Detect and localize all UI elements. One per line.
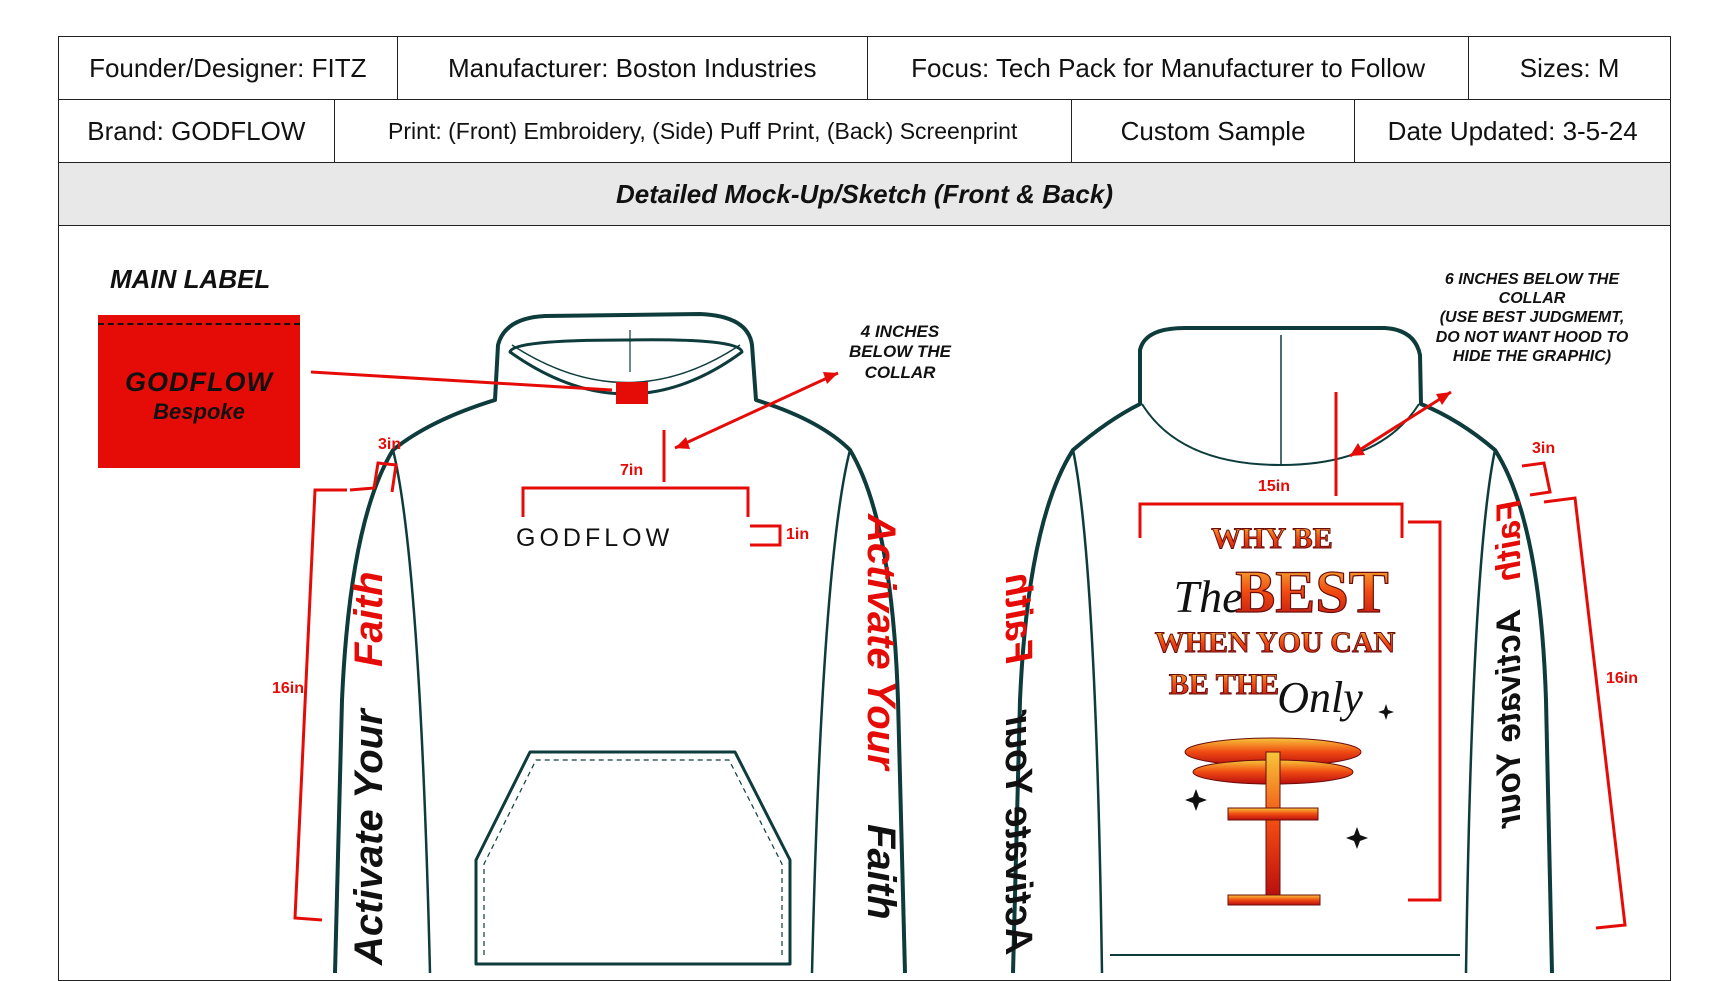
front-sleeve-width-bracket (349, 461, 398, 493)
collar-arrow-head-a (823, 372, 838, 384)
date-cell: Date Updated: 3-5-24 (1387, 115, 1638, 146)
back-collar-note: 6 INCHES BELOW THE COLLAR (USE BEST JUDG… (1416, 270, 1648, 366)
front-hood-opening (508, 338, 744, 396)
section-banner: Detailed Mock-Up/Sketch (Front & Back) (59, 163, 1670, 226)
back-collar-arrow (1349, 390, 1452, 458)
front-sleeve-length-label: 16in (272, 680, 305, 697)
back-left-sleeve-text-b: Faith (997, 573, 1039, 664)
label-pointer-line (310, 370, 613, 392)
back-note-line-5: HIDE THE GRAPHIC) (1452, 347, 1612, 365)
back-hoodie (1011, 326, 1554, 973)
cross-horizontal (1227, 807, 1319, 821)
back-graphic: WHY BE The BEST WHEN YOU CAN BE THE Only (1154, 522, 1396, 906)
front-chest-embroidery: GODFLOW (516, 524, 674, 552)
front-neck-label (616, 382, 648, 404)
back-sleeve-length-bracket (1543, 496, 1627, 930)
front-shoulder-right (810, 449, 852, 973)
main-label-heading: MAIN LABEL (110, 264, 271, 294)
cross-vertical (1265, 751, 1281, 898)
front-left-sleeve-text-b: Faith (347, 571, 391, 667)
back-left-sleeve-text-a: Activate Your (997, 709, 1039, 955)
tag-sub-text: Bespoke (153, 399, 245, 424)
collar-arrow-head-b (675, 437, 690, 449)
manufacturer-cell: Manufacturer: Boston Industries (398, 37, 868, 99)
header-row-1: Founder/Designer: FITZ Manufacturer: Bos… (59, 37, 1670, 100)
chest-height-bracket (750, 524, 782, 547)
cross-base (1227, 894, 1321, 906)
front-sleeve-width-label: 3in (378, 436, 402, 453)
back-sleeve-width-label: 3in (1532, 440, 1556, 457)
front-right-sleeve-text-a: Activate Your (859, 513, 903, 772)
back-shoulder-left (1071, 449, 1104, 973)
sparkle-1 (1185, 789, 1207, 811)
brand-cell: Brand: GODFLOW (59, 100, 335, 162)
graphic-line-4: WHEN YOU CAN (1155, 626, 1396, 659)
graphic-line-2: The (1174, 571, 1243, 622)
back-width-label: 15in (1258, 478, 1291, 495)
sparkle-3 (1378, 704, 1394, 720)
front-hoodie (333, 312, 907, 973)
front-collar-note: 4 INCHES BELOW THE COLLAR (820, 322, 980, 383)
front-right-sleeve-print: Activate Your Faith (859, 513, 903, 920)
focus-cell: Focus: Tech Pack for Manufacturer to Fol… (868, 37, 1470, 99)
back-note-line-1: 6 INCHES BELOW THE (1444, 271, 1620, 288)
tag-brand-text: GODFLOW (125, 367, 273, 397)
sparkle-2 (1346, 827, 1368, 849)
back-height-bracket (1408, 520, 1442, 902)
chest-width-bracket (521, 486, 750, 517)
graphic-line-3: BEST (1235, 559, 1388, 625)
back-sleeve-width-bracket (1521, 461, 1552, 497)
sizes-cell: Sizes: M (1519, 52, 1620, 83)
front-note-line-2: BELOW THE (849, 342, 951, 362)
front-hood-inner (511, 344, 741, 384)
header-row-2: Brand: GODFLOW Print: (Front) Embroidery… (59, 100, 1670, 163)
back-left-sleeve-print: Activate Your Faith (997, 573, 1039, 955)
front-pocket-stitch (483, 759, 783, 955)
front-note-line-3: COLLAR (864, 362, 936, 382)
stitch-line (98, 323, 300, 325)
front-shoulder-left (391, 449, 432, 973)
front-note-line-1: 4 INCHES (860, 322, 940, 341)
front-measurements (293, 370, 839, 922)
graphic-line-6: Only (1277, 673, 1363, 722)
sample-cell: Custom Sample (1072, 100, 1356, 162)
back-sleeve-length-label: 16in (1606, 670, 1639, 687)
back-width-bracket (1138, 502, 1404, 538)
chest-width-label: 7in (620, 462, 644, 479)
back-arrow-head-b (1350, 443, 1365, 456)
front-pocket (474, 750, 792, 966)
front-body-outline (333, 312, 907, 973)
front-sleeve-length-bracket (293, 488, 347, 922)
graphic-line-1: WHY BE (1211, 522, 1332, 555)
tech-pack-sheet: Founder/Designer: FITZ Manufacturer: Bos… (58, 36, 1671, 981)
front-right-sleeve-text-b: Faith (859, 824, 903, 920)
collar-arrow (674, 371, 839, 450)
front-left-sleeve-text-a: Activate Your (347, 707, 391, 966)
chest-height-label: 1in (786, 526, 810, 543)
front-left-sleeve-print: Activate Your Faith (347, 571, 391, 966)
back-note-line-4: DO NOT WANT HOOD TO (1435, 328, 1629, 346)
back-right-sleeve-text-a: Activate Your (1490, 609, 1528, 829)
back-arrow-head-a (1436, 392, 1451, 405)
back-shoulder-right (1464, 449, 1497, 973)
back-note-line-3: (USE BEST JUDGMEMT, (1439, 309, 1625, 327)
main-label-tag: GODFLOW Bespoke (98, 315, 300, 468)
back-measurements (1138, 390, 1627, 930)
print-cell: Print: (Front) Embroidery, (Side) Puff P… (335, 100, 1072, 162)
back-note-line-2: COLLAR (1498, 290, 1566, 308)
back-body-outline (1011, 326, 1554, 973)
back-right-sleeve-text-b: Faith (1490, 500, 1528, 581)
back-right-sleeve-print: Faith Activate Your (1490, 500, 1528, 829)
designer-cell: Founder/Designer: FITZ (59, 37, 398, 99)
graphic-line-5: BE THE (1169, 668, 1279, 701)
